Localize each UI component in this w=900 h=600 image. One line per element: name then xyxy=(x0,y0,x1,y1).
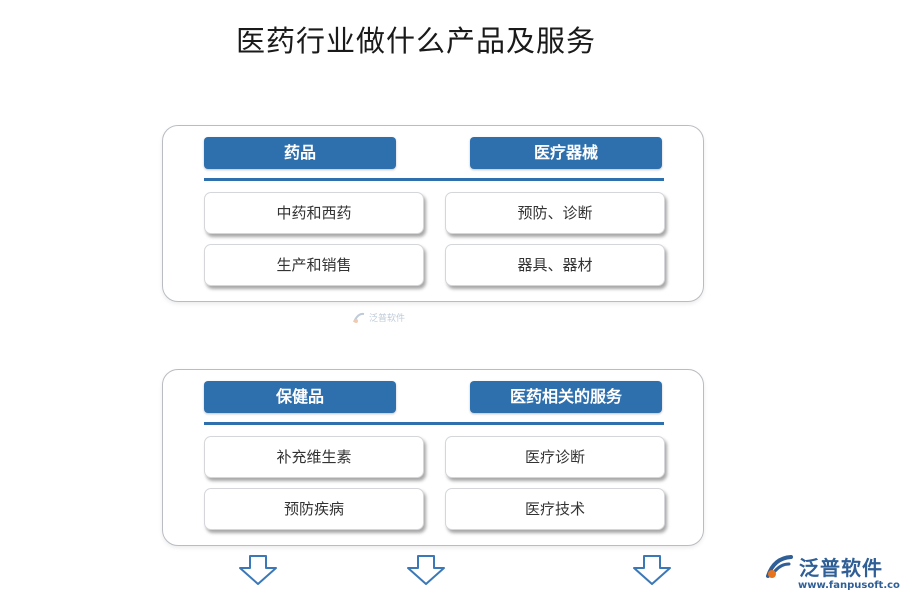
header-medicine: 药品 xyxy=(204,137,396,169)
item-disease-prevention: 预防疾病 xyxy=(204,488,424,530)
down-arrow-icon xyxy=(633,555,671,585)
down-arrow-icon xyxy=(239,555,277,585)
item-chinese-western-medicine: 中药和西药 xyxy=(204,192,424,234)
divider-line xyxy=(204,178,664,181)
divider-line xyxy=(204,422,664,425)
item-instruments-equipment: 器具、器材 xyxy=(445,244,665,286)
header-medical-services: 医药相关的服务 xyxy=(470,381,662,413)
panel-services: 保健品 医药相关的服务 补充维生素 预防疾病 医疗诊断 医疗技术 xyxy=(162,369,704,546)
header-health-products: 保健品 xyxy=(204,381,396,413)
watermark-text: 泛普软件 xyxy=(369,314,406,324)
logo-url: www.fanpusoft.com xyxy=(798,580,900,591)
item-prevention-diagnosis: 预防、诊断 xyxy=(445,192,665,234)
logo-name: 泛普软件 xyxy=(799,556,883,580)
brand-logo: 泛普软件 xyxy=(764,552,883,581)
page-title: 医药行业做什么产品及服务 xyxy=(236,24,597,58)
item-vitamin-supplement: 补充维生素 xyxy=(204,436,424,478)
header-medical-devices: 医疗器械 xyxy=(470,137,662,169)
item-medical-technology: 医疗技术 xyxy=(445,488,665,530)
watermark-logo-icon xyxy=(353,312,365,323)
down-arrow-icon xyxy=(407,555,445,585)
item-production-sales: 生产和销售 xyxy=(204,244,424,286)
item-medical-diagnosis: 医疗诊断 xyxy=(445,436,665,478)
panel-products: 药品 医疗器械 中药和西药 生产和销售 预防、诊断 器具、器材 xyxy=(162,125,704,302)
watermark: 泛普软件 xyxy=(352,311,405,324)
fanpu-logo-icon xyxy=(766,554,793,578)
